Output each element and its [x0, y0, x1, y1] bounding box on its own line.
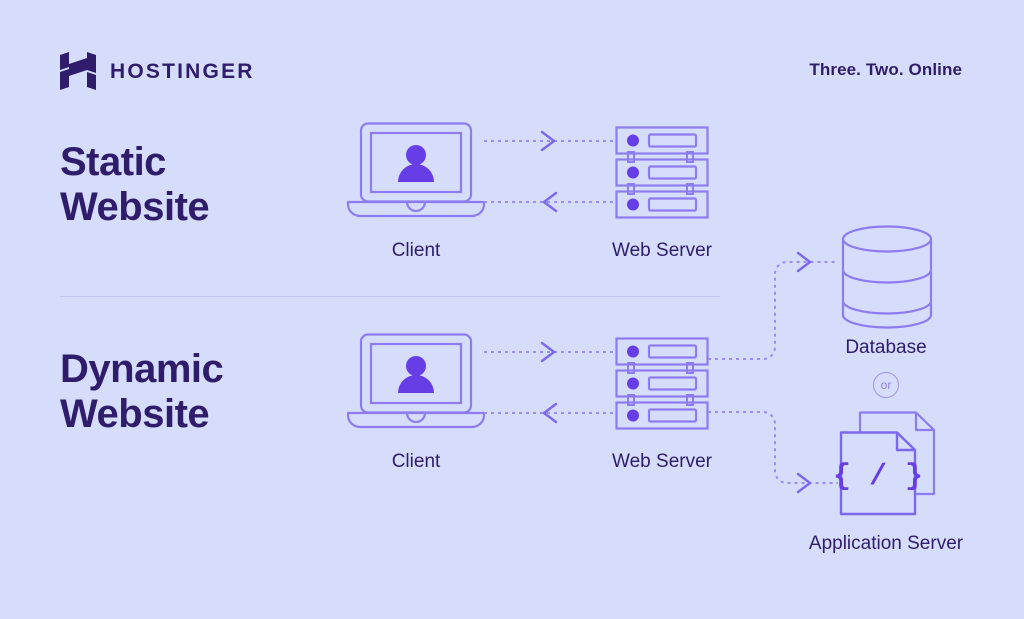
tagline: Three. Two. Online	[809, 60, 962, 79]
static-connector-client-to-server	[484, 128, 616, 154]
section-divider	[60, 296, 720, 297]
brand-name: HOSTINGER	[110, 59, 255, 83]
application-server-node: { / }	[833, 411, 938, 516]
elbow-arrow-down-right-dotted-icon	[708, 411, 838, 494]
arrow-left-dotted-icon	[484, 191, 616, 213]
user-avatar-body	[398, 375, 434, 393]
dynamic-connector-server-to-application-server	[708, 405, 838, 500]
section-title-dynamic: Dynamic Website	[60, 347, 224, 437]
code-document-icon: { / }	[833, 411, 936, 516]
database-node	[841, 225, 933, 330]
dynamic-connector-client-to-server	[484, 339, 616, 365]
dynamic-client-laptop	[345, 333, 487, 433]
dynamic-connector-server-to-database	[708, 251, 838, 365]
dynamic-web-server	[615, 337, 709, 430]
static-connector-server-to-client	[484, 189, 616, 215]
server-rack-icon	[615, 337, 709, 430]
static-client-label: Client	[391, 240, 441, 261]
dynamic-client-label: Client	[391, 451, 441, 472]
or-badge: or	[873, 372, 899, 398]
laptop-user-icon	[346, 122, 486, 218]
static-web-server-label: Web Server	[612, 240, 712, 261]
user-avatar-body	[398, 164, 434, 182]
arrow-left-dotted-icon	[484, 402, 616, 424]
dynamic-connector-server-to-client	[484, 400, 616, 426]
section-title-static-line1: Static	[60, 140, 166, 184]
arrow-right-dotted-icon	[484, 130, 616, 152]
database-label: Database	[845, 337, 927, 358]
database-cylinder-icon	[841, 225, 933, 329]
user-avatar-head	[406, 145, 426, 165]
code-glyph: { / }	[833, 460, 923, 494]
section-title-static: Static Website	[60, 140, 210, 230]
user-avatar-head	[406, 356, 426, 376]
server-rack-icon	[615, 126, 709, 219]
brand-lockup: HOSTINGER	[60, 52, 255, 90]
dynamic-web-server-label: Web Server	[612, 451, 712, 472]
section-title-dynamic-line2: Website	[60, 391, 210, 436]
section-title-dynamic-line1: Dynamic	[60, 347, 224, 391]
static-web-server	[615, 126, 709, 219]
section-title-static-line2: Website	[60, 184, 210, 229]
elbow-arrow-up-right-dotted-icon	[708, 251, 838, 360]
hostinger-h-logo-icon	[60, 52, 96, 90]
static-client-laptop	[345, 122, 487, 222]
application-server-label: Application Server	[808, 533, 964, 554]
laptop-user-icon	[346, 333, 486, 429]
arrow-right-dotted-icon	[484, 341, 616, 363]
